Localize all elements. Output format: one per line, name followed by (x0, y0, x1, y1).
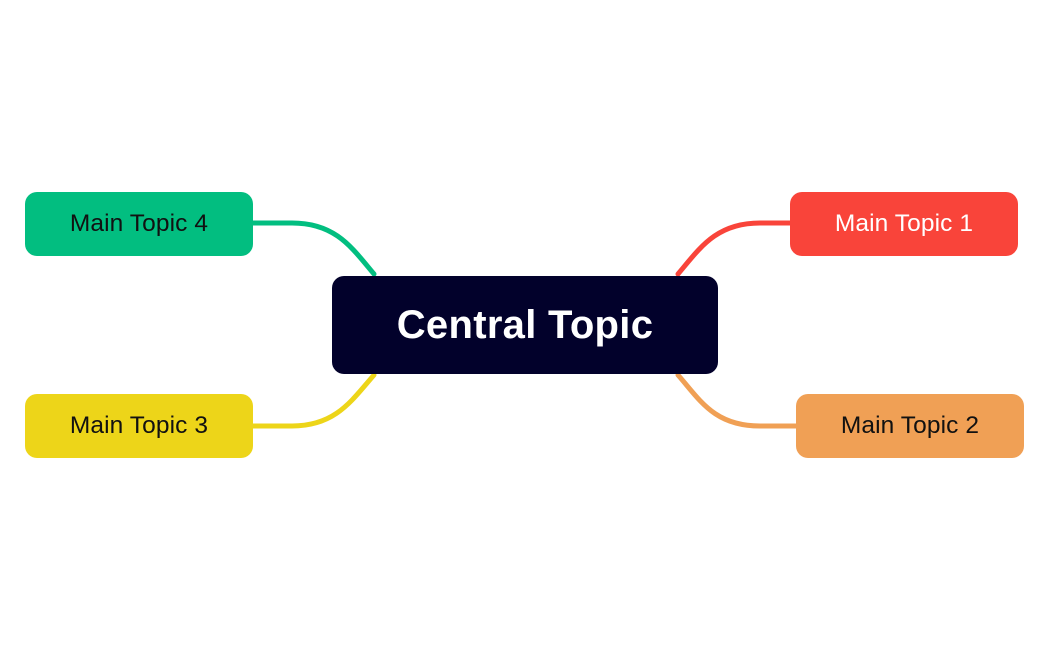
main-topic-1-label: Main Topic 1 (834, 209, 974, 237)
connector-central-to-topic3 (250, 372, 377, 429)
central-topic-node[interactable]: Central Topic (332, 276, 718, 374)
connector-central-to-topic4 (250, 220, 377, 277)
central-topic-label: Central Topic (396, 303, 654, 347)
connector-central-to-topic1 (675, 220, 801, 277)
main-topic-4-label: Main Topic 4 (69, 209, 209, 237)
main-topic-2-label: Main Topic 2 (840, 411, 980, 439)
main-topic-3-node[interactable]: Main Topic 3 (25, 394, 253, 458)
main-topic-3-label: Main Topic 3 (69, 411, 209, 439)
main-topic-2-node[interactable]: Main Topic 2 (796, 394, 1024, 458)
main-topic-1-node[interactable]: Main Topic 1 (790, 192, 1018, 256)
main-topic-4-node[interactable]: Main Topic 4 (25, 192, 253, 256)
connector-central-to-topic2 (675, 372, 799, 429)
